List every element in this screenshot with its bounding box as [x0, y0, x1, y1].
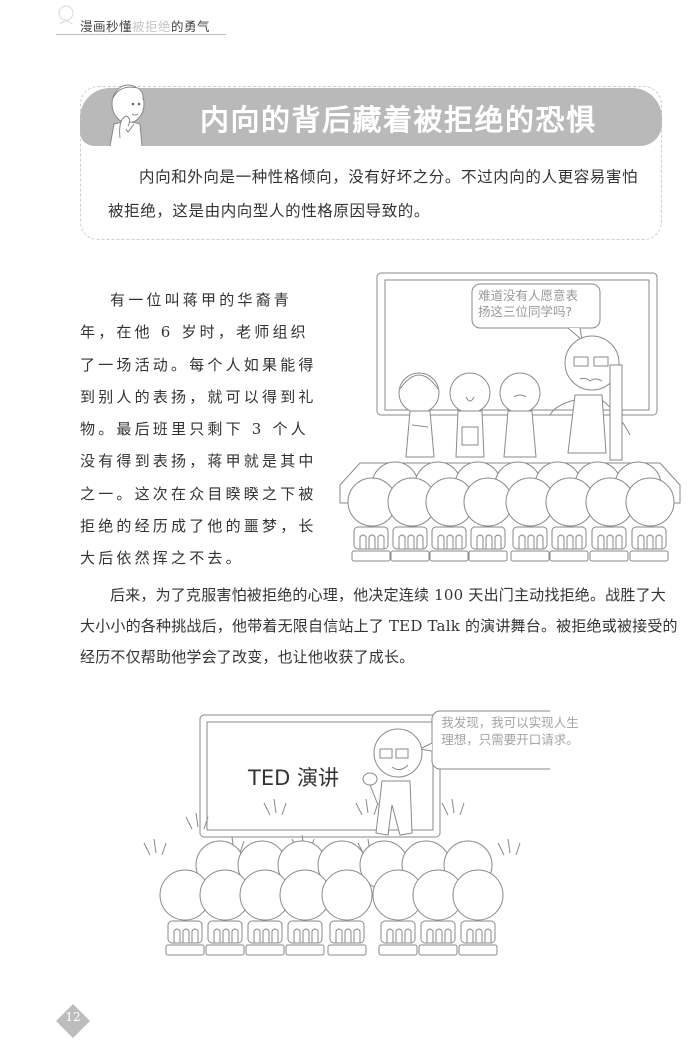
- page-number-diamond-icon: [56, 1004, 90, 1038]
- page-number: 12: [65, 1010, 81, 1024]
- story-paragraph-2: 后来，为了克服害怕被拒绝的心理，他决定连续 100 天出门主动找拒绝。战胜了大大…: [80, 586, 678, 666]
- book-title: 漫画秒懂被拒绝的勇气: [80, 19, 211, 34]
- section-box: [80, 86, 662, 240]
- running-header: 漫画秒懂被拒绝的勇气: [56, 5, 226, 35]
- story-paragraph-1: 有一位叫蒋甲的华裔青年，在他 6 岁时，老师组织了一场活动。每个人如果能得到别人…: [80, 291, 317, 568]
- teacher-speech-bubble: 难道没有人愿意表扬这三位同学吗?: [478, 288, 579, 319]
- section-banner: [80, 88, 662, 146]
- section-intro: 内向和外向是一种性格倾向，没有好坏之分。不过内向的人更容易害怕被拒绝，这是由内向…: [108, 168, 639, 220]
- cartoon-head-icon: [58, 5, 74, 25]
- thinking-boy-icon: [109, 84, 145, 146]
- speaker-speech-bubble: 我发现，我可以实现人生理想，只需要开口请求。: [441, 715, 579, 747]
- ted-screen-label: TED 演讲: [248, 766, 339, 790]
- section-title: 内向的背后藏着被拒绝的恐惧: [200, 103, 597, 137]
- ted-talk-illustration: [143, 710, 550, 956]
- classroom-stage-illustration: [339, 272, 681, 562]
